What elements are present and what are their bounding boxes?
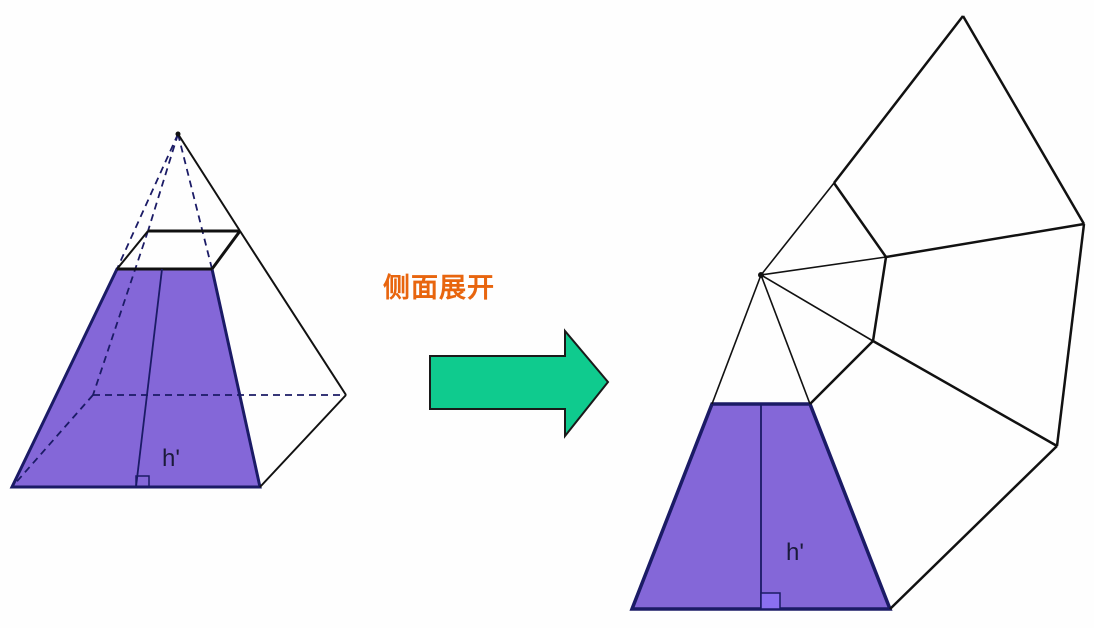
right-net: h' xyxy=(629,15,1086,611)
left-pyramid: h' xyxy=(9,131,347,489)
frustum-front-face xyxy=(9,267,262,489)
arrow-right-icon xyxy=(429,328,610,439)
height-label-left: h' xyxy=(162,445,180,472)
right-angle-marker xyxy=(135,475,150,488)
visible-edges xyxy=(116,133,347,488)
unfold-caption: 侧面展开 xyxy=(383,273,495,304)
right-angle-marker-net xyxy=(760,592,781,610)
hidden-edges xyxy=(11,133,346,488)
slant-height-line xyxy=(135,268,163,488)
height-label-right: h' xyxy=(786,539,804,566)
